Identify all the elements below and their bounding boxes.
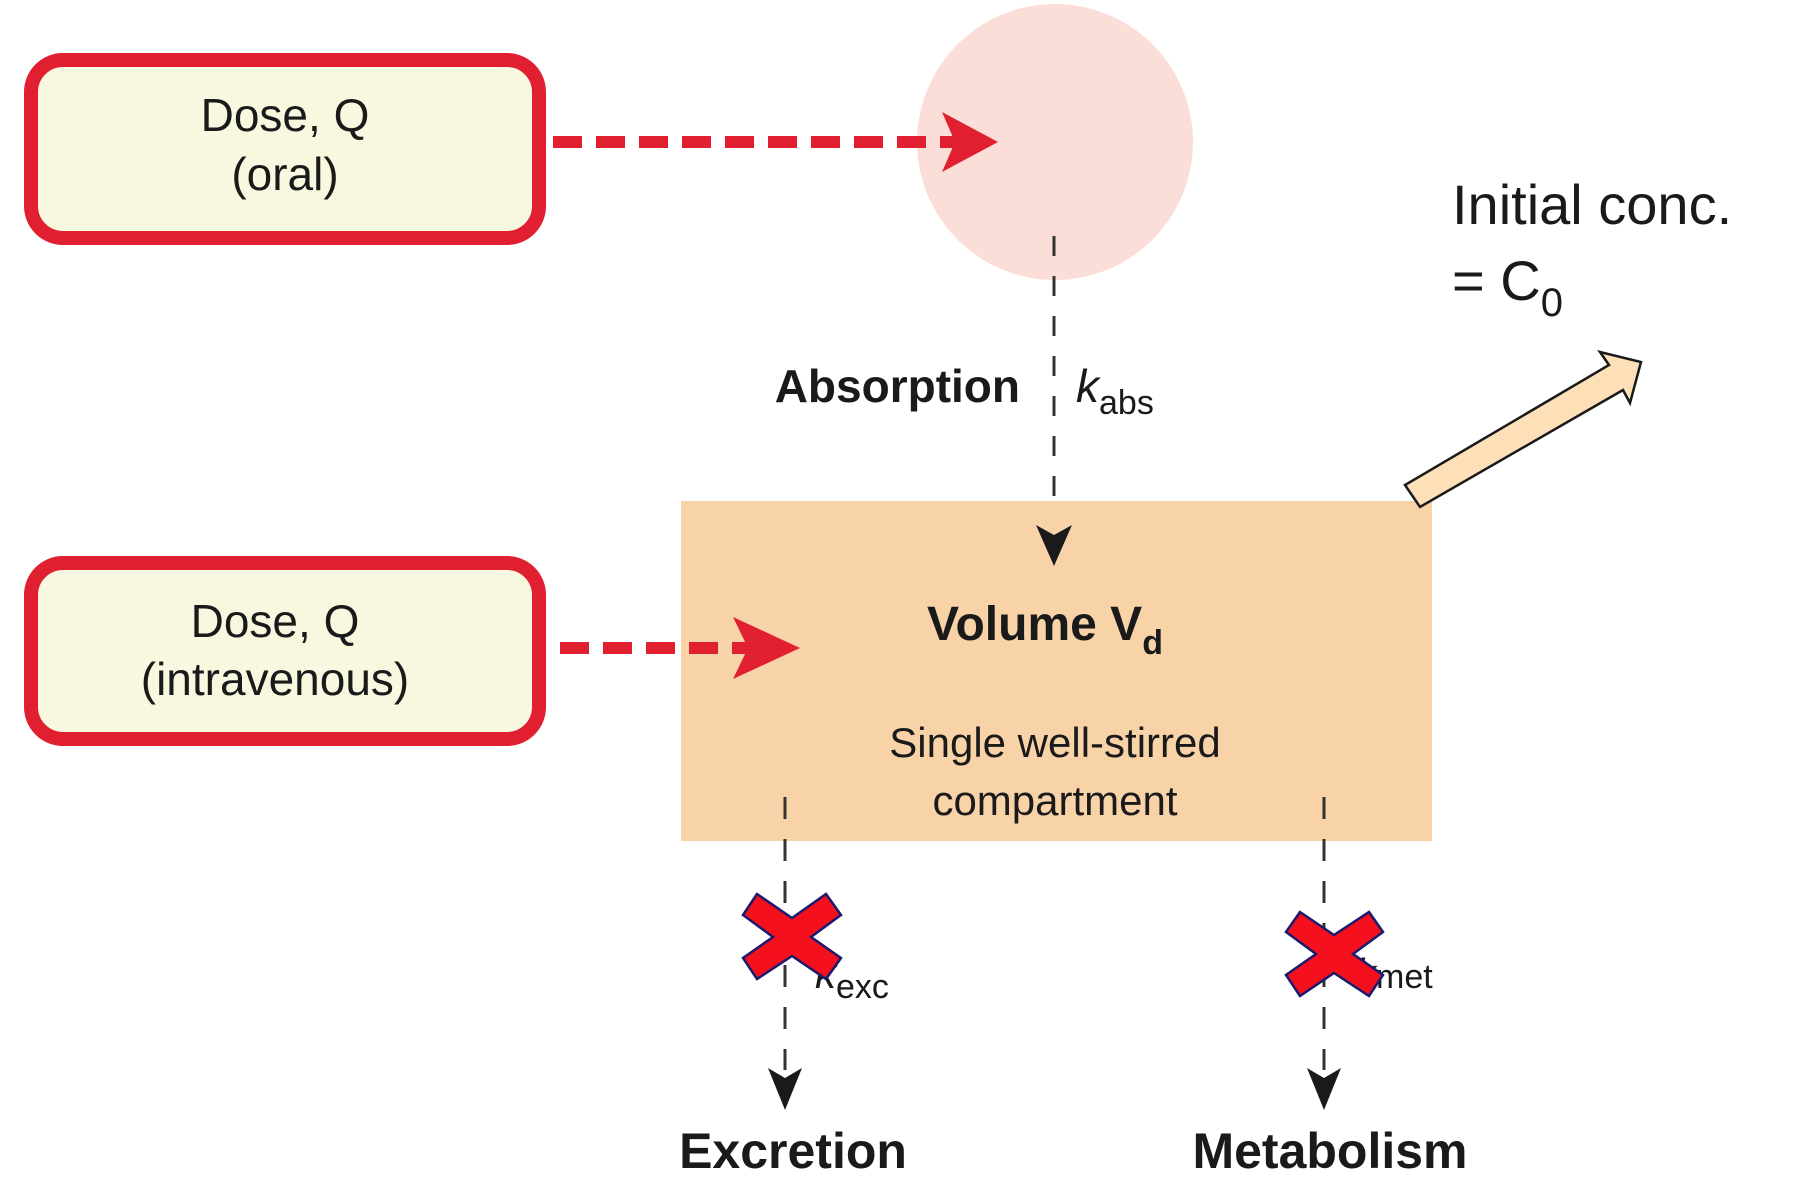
compartment-desc-line1: Single well-stirred [889, 719, 1220, 766]
compartment-title: Volume Vd [927, 598, 1163, 662]
initial-conc-line1: Initial conc. [1452, 173, 1732, 236]
compartment-title-subscript: d [1142, 624, 1163, 662]
dose-iv-line2: (intravenous) [141, 653, 409, 705]
oral-dose-arrow [553, 112, 998, 172]
k-abs-rate: kabs [1076, 360, 1154, 422]
absorption-site-circle [917, 4, 1193, 280]
excretion-label: Excretion [679, 1123, 907, 1179]
k-abs-subscript: abs [1099, 384, 1154, 422]
dose-oral-line2: (oral) [231, 148, 338, 200]
initial-conc-arrow-icon [1403, 350, 1643, 509]
oral-arrow-head-icon [942, 112, 998, 172]
absorption-label: Absorption [775, 360, 1020, 412]
compartment-title-main: Volume V [927, 598, 1142, 651]
excretion-blocked-cross-icon [741, 892, 843, 981]
compartment-desc-line2: compartment [932, 777, 1177, 824]
iv-dose-arrow [560, 617, 800, 679]
initial-conc-subscript: 0 [1541, 281, 1563, 325]
iv-arrow-head-icon [733, 617, 800, 679]
metabolism-blocked-cross-icon [1284, 910, 1385, 998]
initial-conc-prefix: = C [1452, 249, 1541, 312]
initial-conc-line2: = C0 [1452, 249, 1563, 325]
metabolism-label: Metabolism [1192, 1123, 1467, 1179]
dose-oral-box: Dose, Q (oral) [24, 53, 546, 245]
metabolism-arrow-head-icon [1307, 1068, 1341, 1110]
excretion-arrow-head-icon [768, 1068, 802, 1110]
k-exc-subscript: exc [836, 968, 889, 1006]
dose-iv-box: Dose, Q (intravenous) [24, 556, 546, 746]
dose-iv-line1: Dose, Q [191, 595, 360, 647]
absorption-arrow-head-icon [1036, 525, 1072, 566]
k-met-subscript: met [1376, 958, 1433, 996]
k-abs-symbol: k [1076, 360, 1101, 412]
dose-oral-line1: Dose, Q [201, 89, 370, 141]
